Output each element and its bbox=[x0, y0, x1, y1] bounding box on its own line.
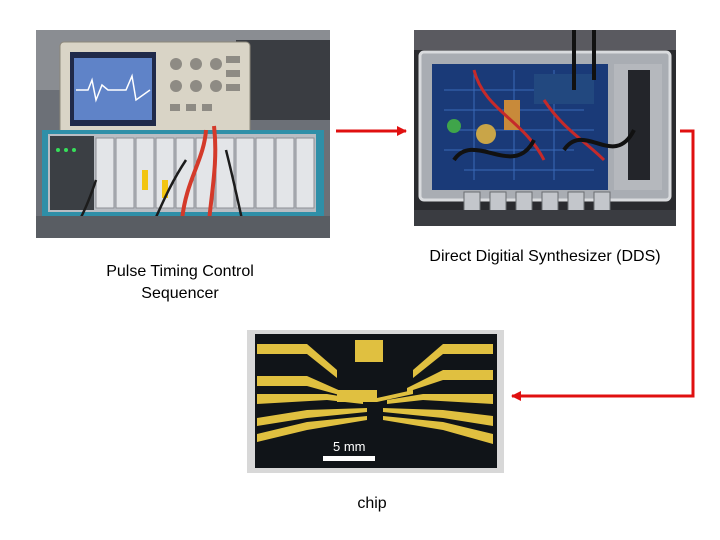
chip-photo: 5 mm bbox=[247, 330, 504, 473]
dds-label: Direct Digitial Synthesizer (DDS) bbox=[429, 248, 661, 265]
chip-label: chip bbox=[357, 495, 387, 512]
sequencer-label: Pulse Timing Control Sequencer bbox=[106, 263, 254, 302]
dds-photo bbox=[414, 30, 676, 226]
arrow-dds-to-chip bbox=[511, 129, 695, 401]
chip-scale-label: 5 mm bbox=[333, 439, 366, 454]
sequencer-photo bbox=[36, 30, 330, 238]
chip-scale-bar bbox=[323, 456, 375, 461]
